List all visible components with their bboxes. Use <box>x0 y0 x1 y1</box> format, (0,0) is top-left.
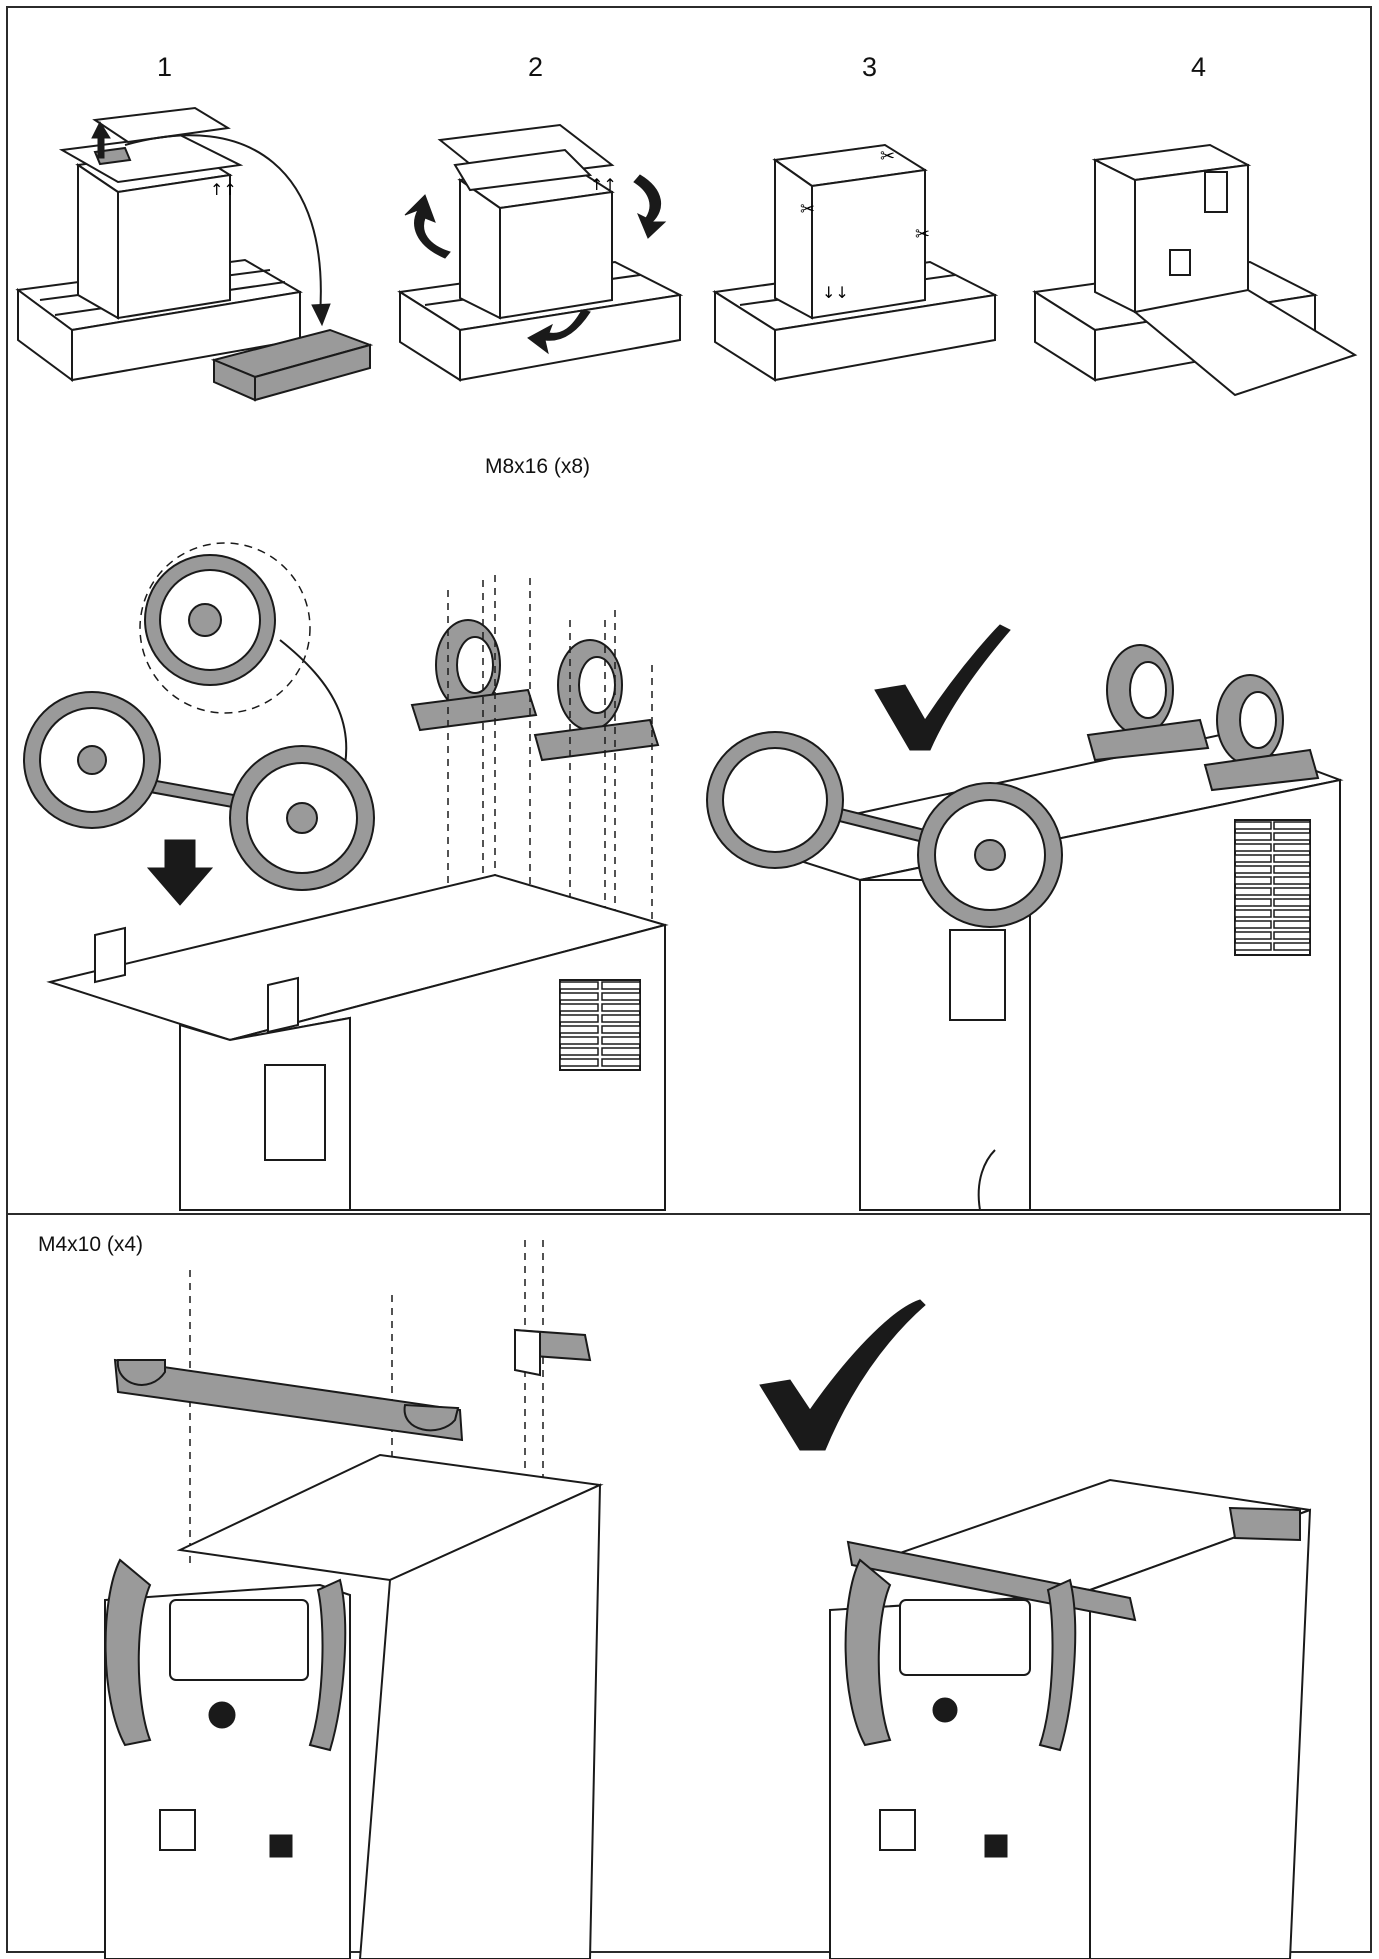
arrow-down-icon <box>146 839 214 906</box>
vent-slat <box>1234 843 1272 852</box>
vent-slat <box>1234 887 1272 896</box>
handle-mounted-result <box>829 1478 1312 1959</box>
step-1-unpack-lid: ↑↑ <box>15 106 374 402</box>
page-frame <box>6 6 1372 1953</box>
curved-arrow-icon <box>311 303 331 327</box>
svg-text:↑↑: ↑↑ <box>590 175 617 194</box>
vent-slat <box>1273 854 1311 863</box>
vent-slat <box>1273 942 1311 951</box>
svg-text:↓↓: ↓↓ <box>822 283 849 302</box>
vent-slat <box>559 1025 599 1034</box>
vent-slat <box>601 1058 641 1067</box>
vent-slat <box>1234 821 1272 830</box>
step-3-cut-straps: ✂ ✂ ✂ ↓↓ <box>712 143 999 382</box>
vent-slat <box>559 1047 599 1056</box>
wheel-assembly <box>23 542 669 1211</box>
handle-screws-label: M4x10 (x4) <box>38 1233 144 1256</box>
vent-slat <box>601 981 641 990</box>
vent-slat <box>1273 920 1311 929</box>
vent-slat <box>601 1047 641 1056</box>
scissors-icon: ✂ <box>880 146 895 167</box>
curved-arrow-icon <box>404 194 451 259</box>
vent-slat <box>559 992 599 1001</box>
wheel-screws-label: M8x16 (x8) <box>485 455 591 478</box>
vent-slat <box>601 1014 641 1023</box>
vent-slat <box>1234 898 1272 907</box>
section-divider <box>6 1213 1372 1215</box>
vent-slat <box>1273 876 1311 885</box>
vent-slat <box>1273 909 1311 918</box>
vent-slat <box>1234 942 1272 951</box>
vent-slat <box>1273 898 1311 907</box>
vent-slat <box>1273 821 1311 830</box>
arrow-up-icon <box>91 120 111 159</box>
vent-slat <box>1234 931 1272 940</box>
vent-slat <box>559 1003 599 1012</box>
vent-slat <box>601 1003 641 1012</box>
vent-slat <box>559 981 599 990</box>
vent-slat <box>1273 865 1311 874</box>
step-number-2: 2 <box>528 52 544 82</box>
vent-slat <box>601 1025 641 1034</box>
vent-slat <box>559 1014 599 1023</box>
step-number-4: 4 <box>1191 52 1207 82</box>
vent-slat <box>1234 876 1272 885</box>
vent-slat <box>1234 920 1272 929</box>
curved-arrow-icon <box>633 174 667 239</box>
checkmark-icon <box>874 624 1011 751</box>
scissors-icon: ✂ <box>915 224 930 245</box>
vent-slat <box>601 992 641 1001</box>
vent-slat <box>1273 843 1311 852</box>
svg-text:↑↑: ↑↑ <box>210 180 237 199</box>
vent-slat <box>1234 909 1272 918</box>
curved-arrow-icon <box>527 309 591 355</box>
handle-assembly <box>104 1240 604 1959</box>
step-number-1: 1 <box>157 52 173 82</box>
scissors-icon: ✂ <box>800 199 815 220</box>
step-4-ramp <box>1032 143 1358 397</box>
vent-slat <box>1234 832 1272 841</box>
vent-slat <box>1273 931 1311 940</box>
vent-slat <box>1273 832 1311 841</box>
step-2-remove-box: ↑↑ <box>397 123 684 382</box>
checkmark-icon <box>759 1299 926 1451</box>
vent-slat <box>1273 887 1311 896</box>
vent-slat <box>559 1058 599 1067</box>
vent-slat <box>1234 854 1272 863</box>
vent-slat <box>601 1036 641 1045</box>
step-number-3: 3 <box>862 52 878 82</box>
vent-slat <box>559 1036 599 1045</box>
vent-slat <box>1234 865 1272 874</box>
